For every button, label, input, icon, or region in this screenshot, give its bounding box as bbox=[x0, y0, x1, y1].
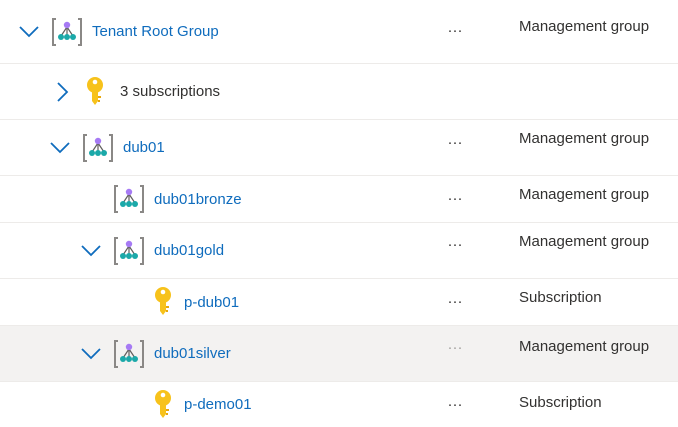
tree-row-dub01gold[interactable]: dub01gold ··· Management group bbox=[0, 223, 678, 279]
tree-row-subscriptions-group[interactable]: 3 subscriptions bbox=[0, 64, 678, 120]
management-group-icon bbox=[81, 131, 115, 165]
tree-row-p-dub01[interactable]: p-dub01 ··· Subscription bbox=[0, 279, 678, 326]
management-group-icon bbox=[112, 234, 146, 268]
key-icon bbox=[78, 75, 112, 109]
name-cell: dub01gold bbox=[80, 223, 224, 278]
row-type: Management group bbox=[519, 18, 650, 35]
more-actions-button[interactable]: ··· bbox=[447, 133, 463, 151]
name-cell: dub01silver bbox=[80, 326, 231, 381]
tree-row-tenant-root-group[interactable]: Tenant Root Group ··· Management group bbox=[0, 0, 678, 64]
tree-row-label: 3 subscriptions bbox=[120, 83, 221, 100]
more-actions-button[interactable]: ··· bbox=[447, 395, 463, 413]
management-group-icon bbox=[112, 182, 146, 216]
row-type: Management group bbox=[519, 233, 650, 250]
chevron-down-icon[interactable] bbox=[49, 137, 71, 159]
key-icon bbox=[146, 388, 180, 422]
tree-row-dub01[interactable]: dub01 ··· Management group bbox=[0, 120, 678, 176]
tree-row-dub01bronze[interactable]: dub01bronze ··· Management group bbox=[0, 176, 678, 223]
more-actions-button[interactable]: ··· bbox=[447, 21, 463, 39]
tree-row-label[interactable]: dub01gold bbox=[154, 242, 225, 259]
more-actions-button[interactable]: ··· bbox=[447, 338, 463, 356]
tree-row-label[interactable]: Tenant Root Group bbox=[92, 23, 219, 40]
row-type: Management group bbox=[519, 130, 650, 147]
tree-row-label[interactable]: p-demo01 bbox=[184, 396, 252, 413]
management-group-icon bbox=[50, 15, 84, 49]
more-actions-button[interactable]: ··· bbox=[447, 235, 463, 253]
more-actions-button[interactable]: ··· bbox=[447, 292, 463, 310]
row-type: Subscription bbox=[519, 289, 602, 306]
tree-row-label[interactable]: dub01silver bbox=[154, 345, 231, 362]
management-group-icon bbox=[112, 337, 146, 371]
row-type: Management group bbox=[519, 338, 650, 355]
chevron-down-icon[interactable] bbox=[80, 240, 102, 262]
name-cell: p-dub01 bbox=[116, 279, 239, 325]
chevron-spacer bbox=[116, 291, 138, 313]
more-actions-button[interactable]: ··· bbox=[447, 189, 463, 207]
tree-row-label[interactable]: p-dub01 bbox=[184, 293, 240, 311]
name-cell: Tenant Root Group bbox=[18, 0, 219, 63]
chevron-right-icon[interactable] bbox=[52, 81, 74, 103]
name-cell: dub01 bbox=[49, 120, 165, 175]
chevron-down-icon[interactable] bbox=[18, 21, 40, 43]
tree-row-label[interactable]: dub01bronze bbox=[154, 190, 242, 208]
name-cell: 3 subscriptions bbox=[52, 64, 220, 119]
row-type: Management group bbox=[519, 186, 650, 203]
key-icon bbox=[146, 285, 180, 319]
chevron-down-icon[interactable] bbox=[80, 343, 102, 365]
tree-row-label[interactable]: dub01 bbox=[123, 139, 165, 156]
tree-row-dub01silver[interactable]: dub01silver ··· Management group bbox=[0, 326, 678, 382]
chevron-spacer bbox=[116, 394, 138, 416]
row-type: Subscription bbox=[519, 394, 602, 411]
tree-row-p-demo01[interactable]: p-demo01 ··· Subscription bbox=[0, 382, 678, 427]
name-cell: dub01bronze bbox=[80, 176, 242, 222]
name-cell: p-demo01 bbox=[116, 382, 252, 427]
chevron-spacer bbox=[80, 188, 102, 210]
